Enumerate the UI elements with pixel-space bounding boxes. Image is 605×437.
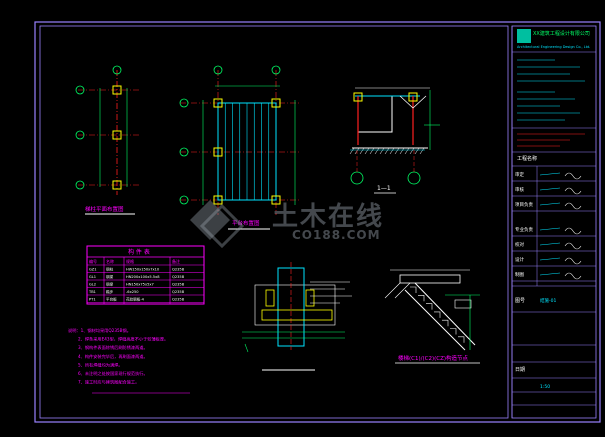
signature-row-label: 项目负责 <box>515 201 533 208</box>
company-en: Architectural Engineering Design Co., Lt… <box>517 45 590 49</box>
signature-row-label: 制图 <box>515 271 524 278</box>
note-line: 3、钢构件表面除锈后刷防锈漆两道。 <box>78 344 148 351</box>
general-notes: 说明：1、钢材均采用Q235B钢。 2、焊条采用E43型，焊缝高度不小于较薄板厚。… <box>68 327 190 394</box>
company-name: XX建筑工程设计有限公司 <box>533 30 590 37</box>
watermark-logo-icon <box>190 200 245 249</box>
table-cell: HW150x150x7x10 <box>126 268 160 272</box>
table-header: 编号 <box>89 258 97 264</box>
table-cell: 花纹钢板-4 <box>126 297 145 302</box>
axis-bubble-icon <box>75 85 85 95</box>
stair-detail: 楼梯(C1)/(C2)(CZ)构造节点 <box>384 269 480 364</box>
note-line: 2、焊条采用E43型，焊缝高度不小于较薄板厚。 <box>78 336 168 343</box>
table-cell: 踏步 <box>106 289 114 294</box>
base-detail <box>242 262 352 371</box>
table-cell: HN150x75x5x7 <box>126 283 154 287</box>
table-cell: -6x250 <box>126 290 139 294</box>
signature-row-label: 专业负责 <box>515 226 533 233</box>
sheet-number: 结施-01 <box>540 297 556 304</box>
table-cell: 钢梁 <box>106 274 114 279</box>
signature-row-label: 设计 <box>515 256 524 263</box>
note-line: 6、未注明之处按国家现行规范执行。 <box>78 370 148 377</box>
drawing-frame <box>39 25 509 419</box>
outer-frame <box>34 21 601 423</box>
axis-bubble-icon <box>75 180 85 190</box>
table-cell: GZ1 <box>89 268 97 272</box>
watermark-text: 土木在线 <box>272 202 385 232</box>
table-cell: Q235B <box>172 283 185 287</box>
table-header: 规格 <box>126 258 134 264</box>
table-cell: 钢柱 <box>106 267 114 272</box>
section-1-1: 1—1 <box>349 87 440 194</box>
note-line: 5、所有焊缝均为满焊。 <box>78 361 123 368</box>
stair-title: 楼梯(C1)/(C2)(CZ)构造节点 <box>398 354 469 362</box>
table-cell: 平台板 <box>106 297 117 302</box>
table-header: 名称 <box>106 258 114 264</box>
platform-plan: 平台布置图 <box>179 65 300 230</box>
signature-row-label: 审定 <box>515 171 524 178</box>
table-cell: TB1 <box>88 290 96 294</box>
table-cell: Q235B <box>172 290 185 294</box>
signature-row-label: 审核 <box>515 186 524 193</box>
watermark-sub: CO188.COM <box>292 228 381 242</box>
table-cell: PT1 <box>89 298 96 302</box>
title-block: XX建筑工程设计有限公司 Architectural Engineering D… <box>511 25 597 419</box>
column-plan: 梯柱平面布置图 <box>75 65 140 215</box>
company-logo <box>517 29 531 43</box>
drawing-no-label: 图号 <box>515 298 525 304</box>
table-cell: HN200x100x5.5x8 <box>126 275 160 279</box>
table-cell: Q235B <box>172 298 185 302</box>
note-line: 7、施工时应与建筑图配合施工。 <box>78 379 139 386</box>
axis-bubble-icon <box>213 65 223 75</box>
table-cell: GL1 <box>89 275 96 279</box>
note-line: 说明：1、钢材均采用Q235B钢。 <box>68 327 131 334</box>
table-cell: 钢梁 <box>106 282 114 287</box>
axis-bubble-icon <box>407 171 421 185</box>
plan2-title: 平台布置图 <box>232 219 260 227</box>
section-title: 1—1 <box>377 185 391 192</box>
axis-bubble-icon <box>112 65 122 75</box>
table-title: 构 件 表 <box>128 248 150 256</box>
axis-bubble-icon <box>271 65 281 75</box>
table-cell: Q235B <box>172 268 185 272</box>
axis-bubble-icon <box>179 98 189 108</box>
table-cell: Q235B <box>172 275 185 279</box>
scale-value: 1:50 <box>540 384 550 390</box>
axis-bubble-icon <box>75 130 85 140</box>
note-line: 4、构件安装完毕后，再刷面漆两道。 <box>78 353 148 360</box>
signature-row-label: 校对 <box>515 241 524 248</box>
project-label: 工程名称 <box>517 155 537 162</box>
plan1-title: 梯柱平面布置图 <box>85 205 124 213</box>
date-label: 日期 <box>515 367 525 373</box>
axis-bubble-icon <box>179 195 189 205</box>
axis-bubble-icon <box>179 147 189 157</box>
table-header: 备注 <box>172 258 180 264</box>
axis-bubble-icon <box>350 171 364 185</box>
table-cell: GL2 <box>89 283 96 287</box>
